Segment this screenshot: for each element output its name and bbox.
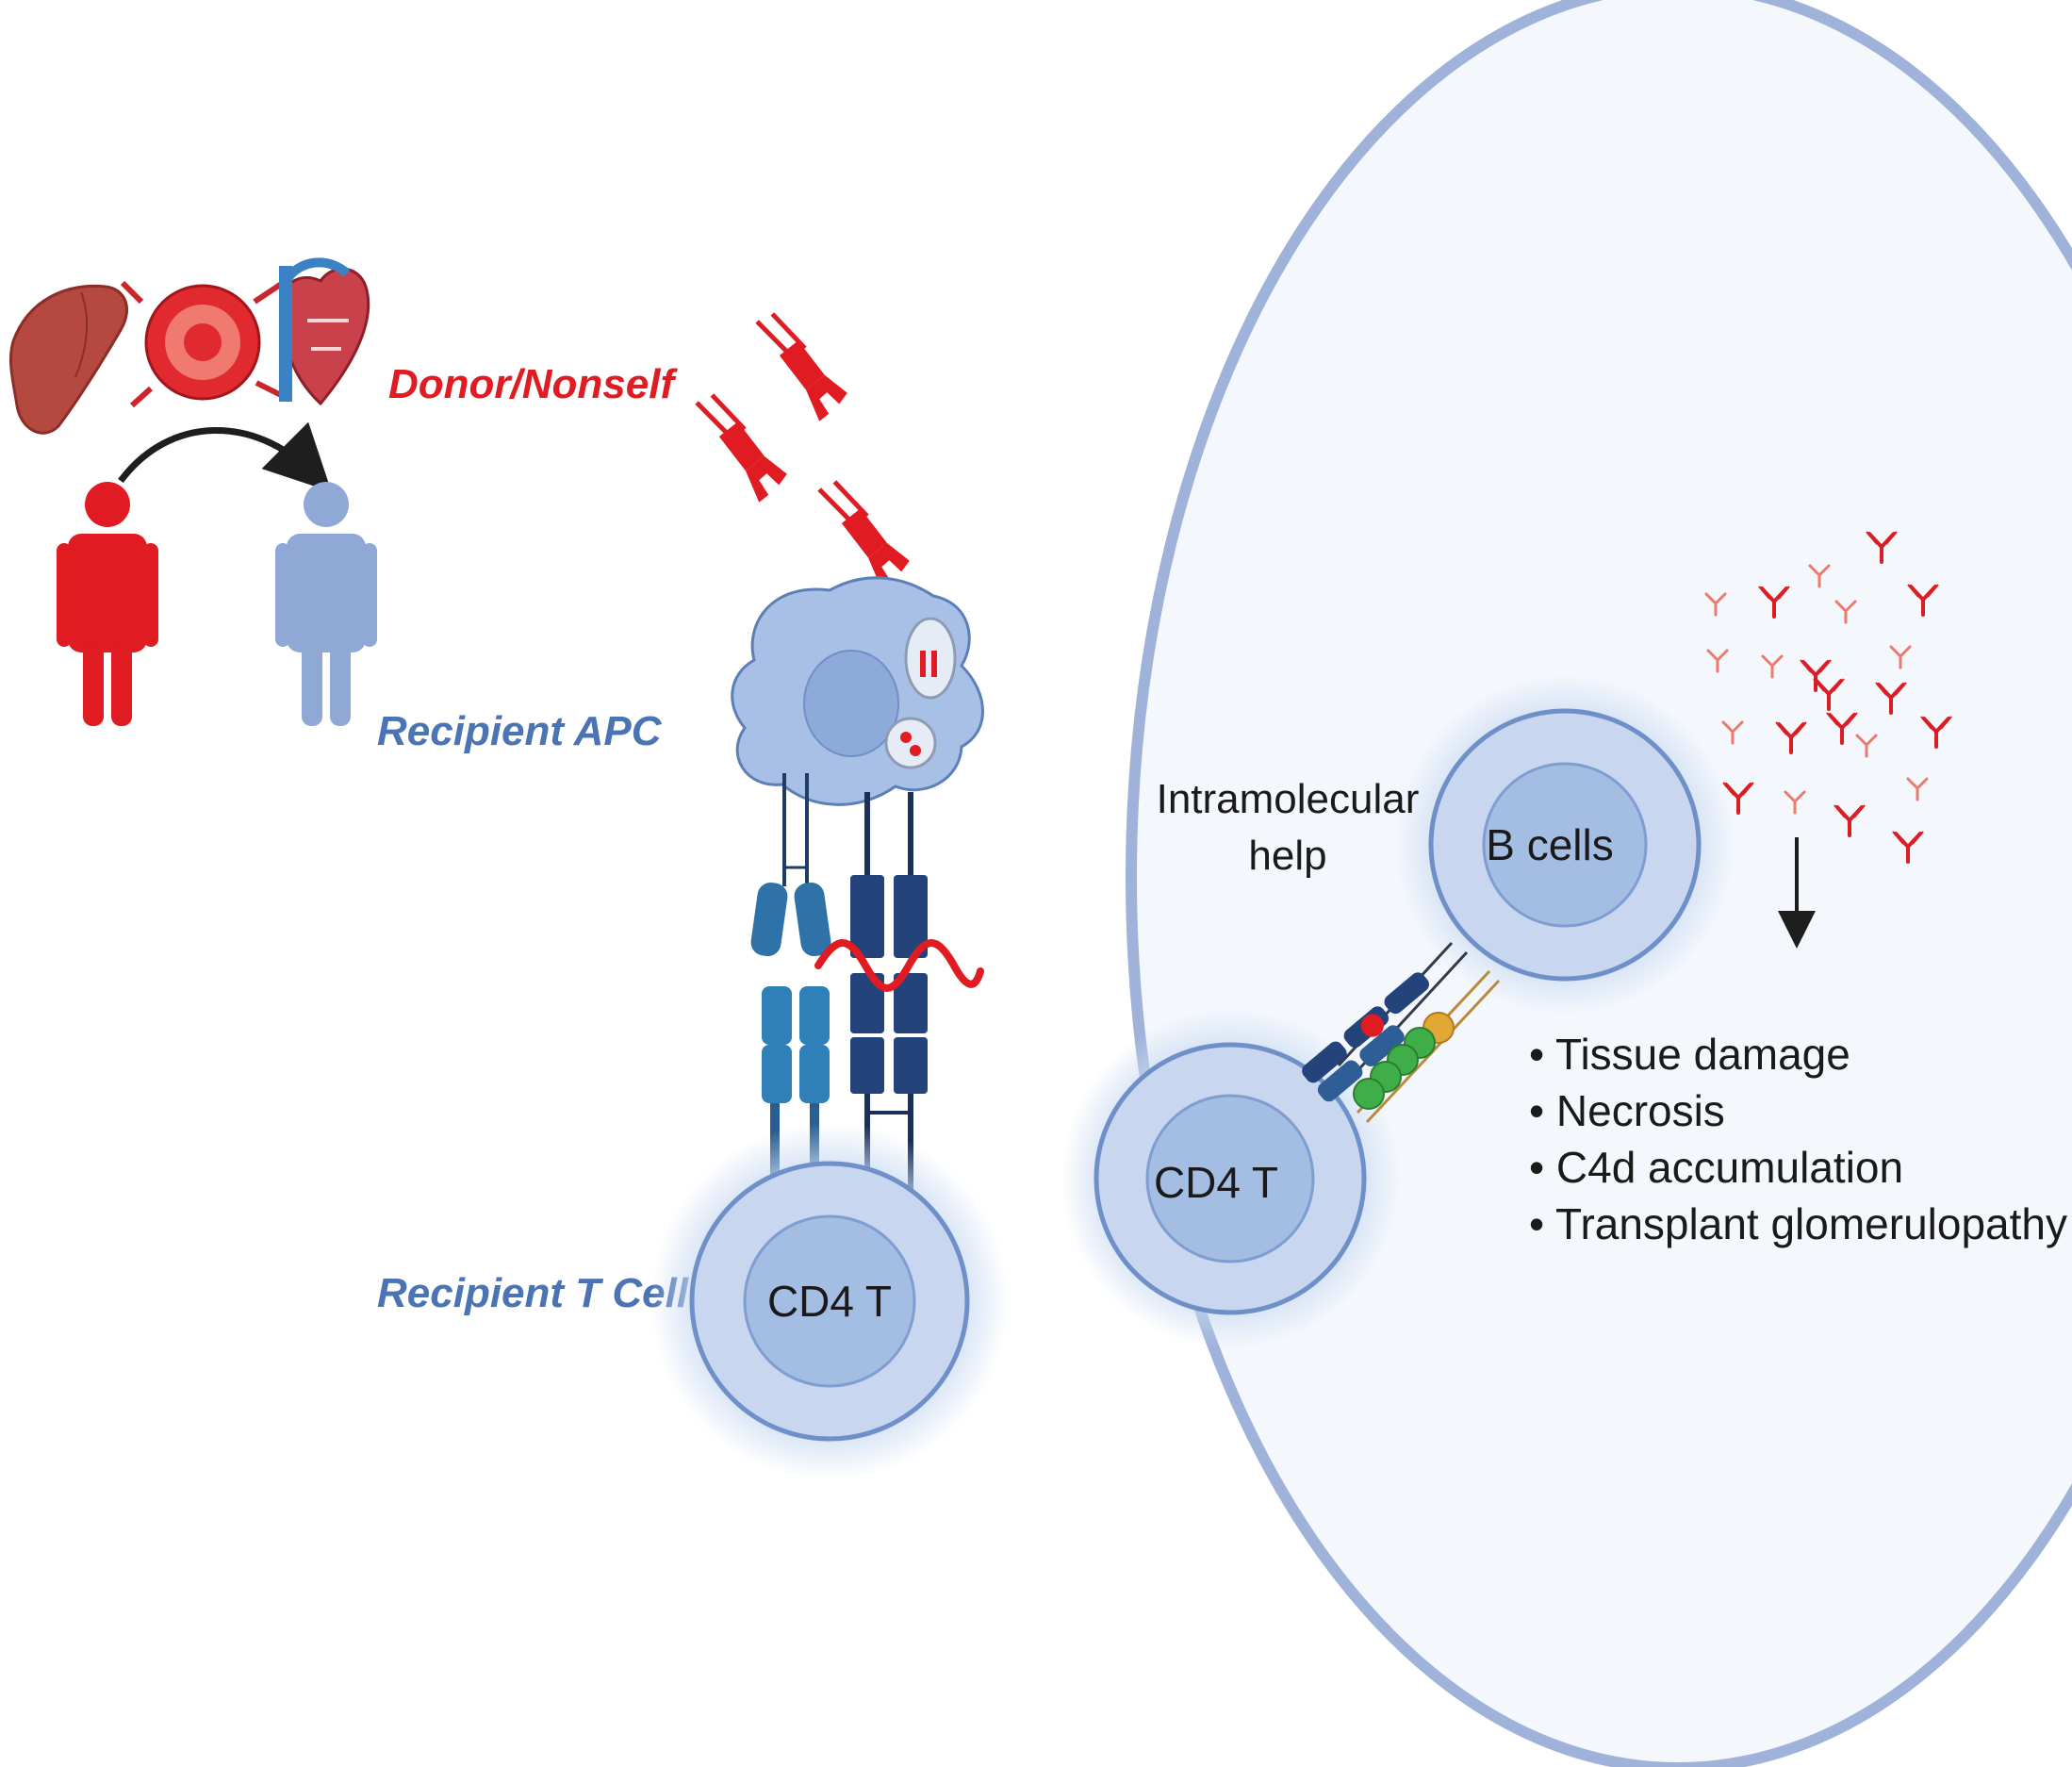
bt-receptor-bridge <box>1302 941 1501 1124</box>
recipient-person-icon <box>275 482 377 726</box>
apc-cell <box>731 576 984 806</box>
cd4-t-right-label: CD4 T <box>1154 1158 1278 1207</box>
receptor-complex <box>750 773 984 1207</box>
outcome-item: • Necrosis <box>1529 1086 1725 1135</box>
cd4-t-cell-right <box>1061 1009 1400 1348</box>
liver-icon <box>8 284 129 435</box>
donor-person-icon <box>57 482 158 726</box>
outcome-item: • Tissue damage <box>1529 1030 1850 1079</box>
outcome-item: • C4d accumulation <box>1529 1143 1903 1192</box>
b-cells-label: B cells <box>1486 820 1613 869</box>
outcome-item: • Transplant glomerulopathy <box>1529 1199 2067 1248</box>
heart-icon <box>279 257 370 406</box>
kidney-icon <box>120 280 285 408</box>
transplant-arrow <box>118 421 332 492</box>
help-label-line1: Intramolecular <box>1157 776 1420 822</box>
antigen-group <box>696 299 915 597</box>
cd4-t-left-label: CD4 T <box>767 1277 892 1326</box>
help-label-line2: help <box>1248 833 1326 879</box>
cd4-t-cell-left <box>650 1122 1009 1480</box>
recipient-t-cell-label: Recipient T Cell <box>377 1270 689 1316</box>
donor-label: Donor/Nonself <box>388 361 678 407</box>
recipient-apc-label: Recipient APC <box>377 708 663 754</box>
outcomes-list: • Tissue damage • Necrosis • C4d accumul… <box>1529 1030 2067 1248</box>
b-cell <box>1395 675 1735 1015</box>
